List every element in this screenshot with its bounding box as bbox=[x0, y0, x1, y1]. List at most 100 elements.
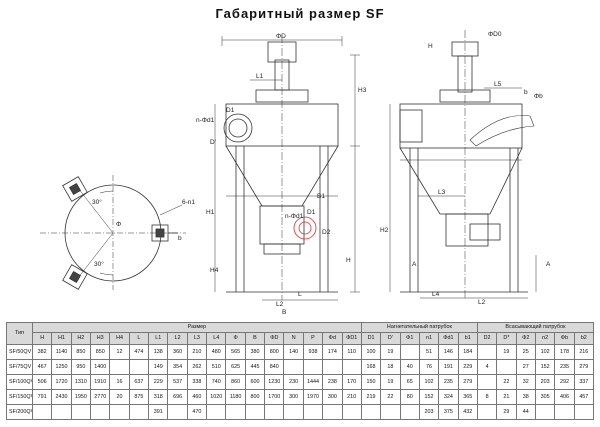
table-cell: 22 bbox=[496, 374, 517, 390]
label-l1: L1 bbox=[256, 73, 264, 80]
table-cell: 102 bbox=[418, 374, 440, 390]
table-cell bbox=[322, 404, 343, 420]
bolt-square-bottom bbox=[62, 264, 88, 290]
table-cell: 22 bbox=[380, 389, 401, 405]
table-cell bbox=[496, 359, 517, 375]
table-cell: 300 bbox=[283, 389, 304, 405]
table-cell: 432 bbox=[457, 404, 478, 420]
table-cell: 210 bbox=[341, 389, 362, 405]
table-cell: 8 bbox=[476, 389, 498, 405]
table-cell: 216 bbox=[573, 344, 595, 360]
table-cell bbox=[283, 404, 304, 420]
table-cell: 2770 bbox=[90, 389, 111, 405]
column-header: Φd1 bbox=[438, 332, 459, 345]
table-cell: 1950 bbox=[70, 389, 92, 405]
pump-tank bbox=[225, 103, 339, 147]
table-cell bbox=[167, 404, 188, 420]
suction-group-header: Всасывающий патрубок bbox=[476, 322, 595, 333]
column-header: L bbox=[128, 332, 150, 345]
table-cell: 1180 bbox=[225, 389, 246, 405]
label-l3: L3 bbox=[438, 189, 446, 196]
table-cell: 375 bbox=[438, 404, 459, 420]
label-angle-30-bottom: 30° bbox=[94, 260, 104, 268]
label-b-small: b bbox=[178, 235, 182, 242]
table-cell: 279 bbox=[573, 359, 595, 375]
table-cell: 360 bbox=[167, 344, 188, 360]
table-cell: 279 bbox=[457, 374, 478, 390]
table-cell: 457 bbox=[573, 389, 595, 405]
column-header: b1 bbox=[457, 332, 478, 345]
table-cell: 16 bbox=[109, 374, 130, 390]
table-cell: 1250 bbox=[51, 359, 72, 375]
table-cell: 324 bbox=[438, 389, 459, 405]
table-cell: 168 bbox=[360, 359, 382, 375]
table-cell bbox=[399, 404, 420, 420]
table-cell: 152 bbox=[418, 389, 440, 405]
side-tank bbox=[399, 103, 523, 149]
type-header: Тип bbox=[6, 322, 33, 345]
bolt-square-top bbox=[62, 176, 88, 202]
size-group-header: Размер bbox=[32, 322, 362, 333]
table-cell: 875 bbox=[128, 389, 150, 405]
table-cell bbox=[534, 404, 556, 420]
table-cell: 32 bbox=[515, 374, 536, 390]
table-cell: 203 bbox=[534, 374, 556, 390]
label-d1-top: D1 bbox=[226, 107, 235, 114]
model-cell: SF/150QV bbox=[6, 389, 33, 405]
label-h2: H2 bbox=[380, 227, 389, 234]
table-cell bbox=[206, 404, 227, 420]
table-cell: 178 bbox=[554, 344, 575, 360]
table-cell: 19 bbox=[496, 344, 517, 360]
table-cell: 152 bbox=[534, 359, 556, 375]
label-phi-b: Φb bbox=[534, 93, 543, 100]
table-cell: 1700 bbox=[264, 389, 285, 405]
table-cell: 696 bbox=[167, 389, 188, 405]
table-cell: 850 bbox=[70, 344, 92, 360]
table-cell bbox=[128, 404, 150, 420]
table-cell bbox=[225, 404, 246, 420]
table-cell: 338 bbox=[186, 374, 208, 390]
table-cell: 149 bbox=[148, 359, 169, 375]
table-cell: 65 bbox=[399, 374, 420, 390]
column-header: B bbox=[244, 332, 266, 345]
table-cell: 510 bbox=[206, 359, 227, 375]
column-header: Φ1 bbox=[399, 332, 420, 345]
table-cell: 840 bbox=[264, 359, 285, 375]
column-header: Φd bbox=[322, 332, 343, 345]
motor-top bbox=[267, 41, 297, 63]
table-cell: 27 bbox=[515, 359, 536, 375]
table-cell: 19 bbox=[380, 374, 401, 390]
table-cell bbox=[554, 404, 575, 420]
suction-flange bbox=[293, 216, 317, 240]
label-phi-d: ΦD bbox=[276, 33, 286, 40]
table-cell: 1400 bbox=[90, 359, 111, 375]
table-cell bbox=[90, 404, 111, 420]
discharge-flange bbox=[223, 113, 253, 143]
label-l5: L5 bbox=[494, 81, 502, 88]
table-cell: 184 bbox=[457, 344, 478, 360]
label-a-right: A bbox=[546, 261, 551, 268]
table-cell: 191 bbox=[438, 359, 459, 375]
table-cell: 600 bbox=[244, 374, 266, 390]
column-header: n1 bbox=[418, 332, 440, 345]
table-cell: 1020 bbox=[206, 389, 227, 405]
table-cell bbox=[341, 404, 362, 420]
table-cell bbox=[360, 404, 382, 420]
label-n-phi-d1-mid: n-Φd1 bbox=[285, 213, 304, 220]
table-cell: 791 bbox=[31, 389, 53, 405]
table-cell: 318 bbox=[148, 389, 169, 405]
table-cell: 470 bbox=[186, 404, 208, 420]
table-cell: 467 bbox=[31, 359, 53, 375]
table-cell: 170 bbox=[341, 374, 362, 390]
column-header: L3 bbox=[186, 332, 208, 345]
table-cell: 365 bbox=[457, 389, 478, 405]
label-d1-mid: D1 bbox=[307, 209, 316, 216]
label-l: L bbox=[298, 291, 302, 298]
table-cell: 337 bbox=[573, 374, 595, 390]
column-header: Φ bbox=[225, 332, 246, 345]
